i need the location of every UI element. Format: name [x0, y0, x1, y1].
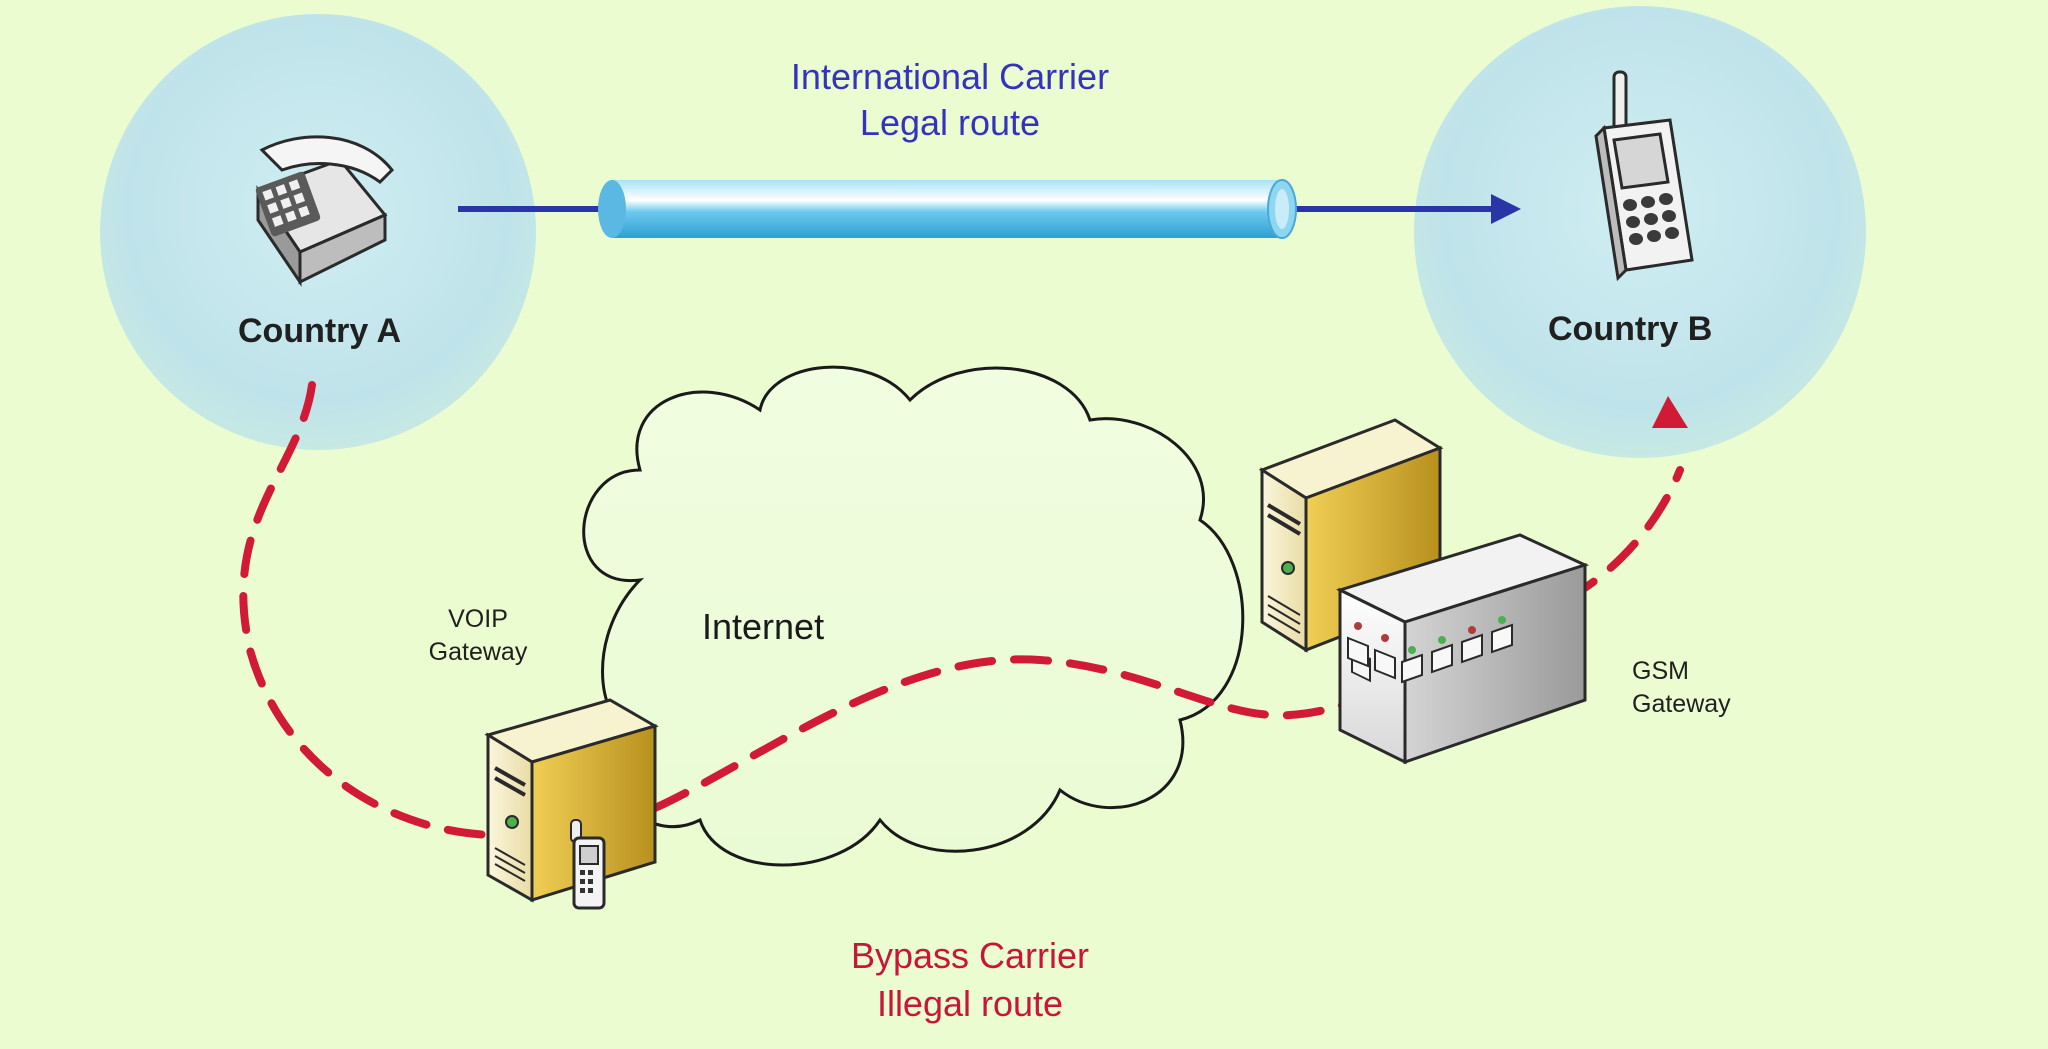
gsm-gateway-icon — [1335, 533, 1590, 765]
sim-phone-icon — [570, 819, 606, 910]
legal-route-line1: International Carrier — [790, 56, 1110, 97]
internet-label: Internet — [702, 606, 825, 647]
mobile-phone-icon — [1594, 70, 1694, 282]
country-b-label: Country B — [1548, 310, 1713, 348]
voip-gateway-label: VOIP Gateway — [413, 603, 543, 669]
voip-gateway-line2: Gateway — [428, 638, 528, 666]
gsm-ports — [1347, 616, 1513, 684]
voip-gateway-server-icon — [484, 698, 659, 903]
bypass-route-title: Bypass Carrier Illegal route — [770, 932, 1170, 1028]
bypass-route-country-a — [239, 381, 494, 839]
voip-gateway-line1: VOIP — [448, 605, 508, 633]
internet-cloud — [582, 365, 1245, 867]
legal-route-title: International Carrier Legal route — [770, 54, 1130, 146]
bypass-route-line1: Bypass Carrier — [850, 935, 1090, 976]
country-a-label: Country A — [238, 312, 402, 350]
carrier-tube — [598, 179, 1297, 239]
gsm-gateway-label: GSM Gateway — [1632, 655, 1731, 721]
desk-phone-icon — [255, 135, 395, 287]
bypass-route-internet — [651, 655, 1389, 812]
legal-route-line2: Legal route — [859, 102, 1041, 143]
gsm-gateway-line1: GSM — [1632, 657, 1689, 685]
bypass-route-line2: Illegal route — [876, 983, 1064, 1024]
bypass-arrow-head — [1652, 396, 1688, 428]
gsm-gateway-line2: Gateway — [1632, 690, 1731, 718]
